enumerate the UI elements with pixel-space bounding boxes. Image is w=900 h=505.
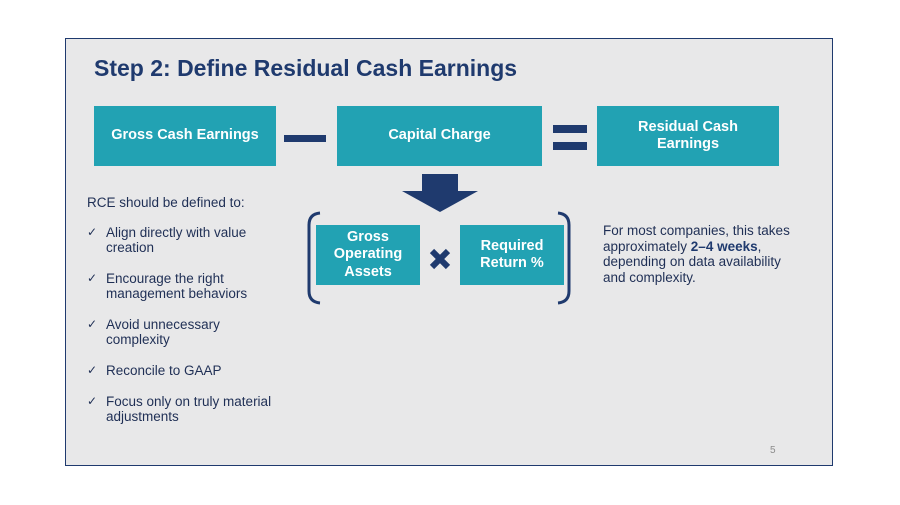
slide: Step 2: Define Residual Cash Earnings Gr…	[65, 38, 833, 466]
checkmark-icon: ✓	[87, 394, 98, 408]
minus-icon	[284, 135, 326, 142]
left-bracket-icon	[307, 211, 321, 305]
list-item: ✓Encourage the right management behavior…	[87, 271, 248, 301]
checkmark-icon: ✓	[87, 271, 98, 285]
list-item: ✓Reconcile to GAAP	[87, 363, 222, 378]
list-item: ✓Focus only on truly material adjustment…	[87, 394, 272, 424]
down-arrow-icon	[402, 174, 478, 212]
right-bracket-icon	[557, 211, 571, 305]
required-return-box: Required Return %	[460, 225, 564, 285]
criteria-list: ✓Align directly with value creation ✓Enc…	[86, 225, 286, 440]
list-item: ✓Align directly with value creation	[87, 225, 247, 255]
checkmark-icon: ✓	[87, 225, 98, 239]
capital-charge-box: Capital Charge	[337, 106, 542, 166]
list-item: ✓Avoid unnecessary complexity	[87, 317, 220, 347]
timeline-duration: 2–4 weeks	[690, 238, 758, 254]
gross-operating-assets-box: Gross Operating Assets	[316, 225, 420, 285]
checkmark-icon: ✓	[87, 363, 98, 377]
timeline-note: For most companies, this takes approxima…	[603, 223, 790, 285]
slide-title: Step 2: Define Residual Cash Earnings	[94, 55, 518, 81]
multiply-icon	[429, 248, 451, 270]
criteria-intro: RCE should be defined to:	[87, 195, 245, 210]
checkmark-icon: ✓	[87, 317, 98, 331]
gross-cash-earnings-box: Gross Cash Earnings	[94, 106, 276, 166]
page-number: 5	[770, 445, 776, 456]
residual-cash-earnings-box: Residual Cash Earnings	[597, 106, 779, 166]
